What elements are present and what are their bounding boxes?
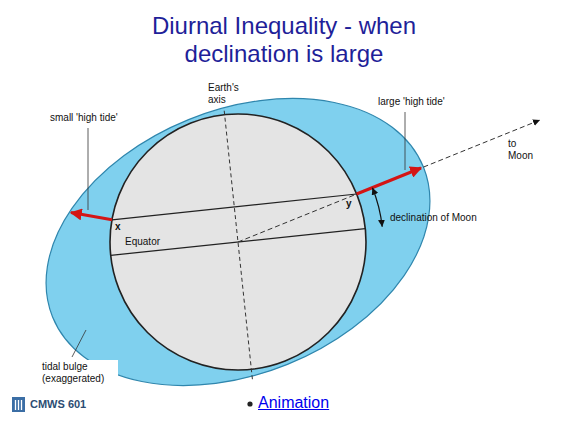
large-tide-arrow xyxy=(357,168,421,194)
bulge-label: tidal bulge (exaggerated) xyxy=(40,360,118,386)
declination-arc xyxy=(372,188,382,227)
bullet xyxy=(247,401,252,406)
leader-line xyxy=(405,112,406,170)
latitude-line xyxy=(112,194,357,220)
point-label: x xyxy=(115,221,121,233)
moon-direction xyxy=(238,120,540,242)
moon-label: to Moon xyxy=(508,138,540,162)
tide-label: small 'high tide' xyxy=(50,112,118,124)
leader-line xyxy=(88,128,89,210)
tidal-bulge xyxy=(3,45,473,424)
slide-title: Diurnal Inequality - when declination is… xyxy=(104,12,464,68)
logo-icon xyxy=(12,397,25,412)
equator-label: Equator xyxy=(125,236,160,248)
leader-line xyxy=(72,330,86,357)
logo-text: CMWS 601 xyxy=(30,398,86,410)
earth-axis xyxy=(224,111,252,382)
tide-label: large 'high tide' xyxy=(378,96,445,108)
declination-label: declination of Moon xyxy=(390,212,477,224)
small-tide-arrow xyxy=(71,213,112,220)
point-label: y xyxy=(346,198,352,210)
link-text: Animation xyxy=(258,394,329,412)
axis-label: Earth's axis xyxy=(208,82,252,106)
